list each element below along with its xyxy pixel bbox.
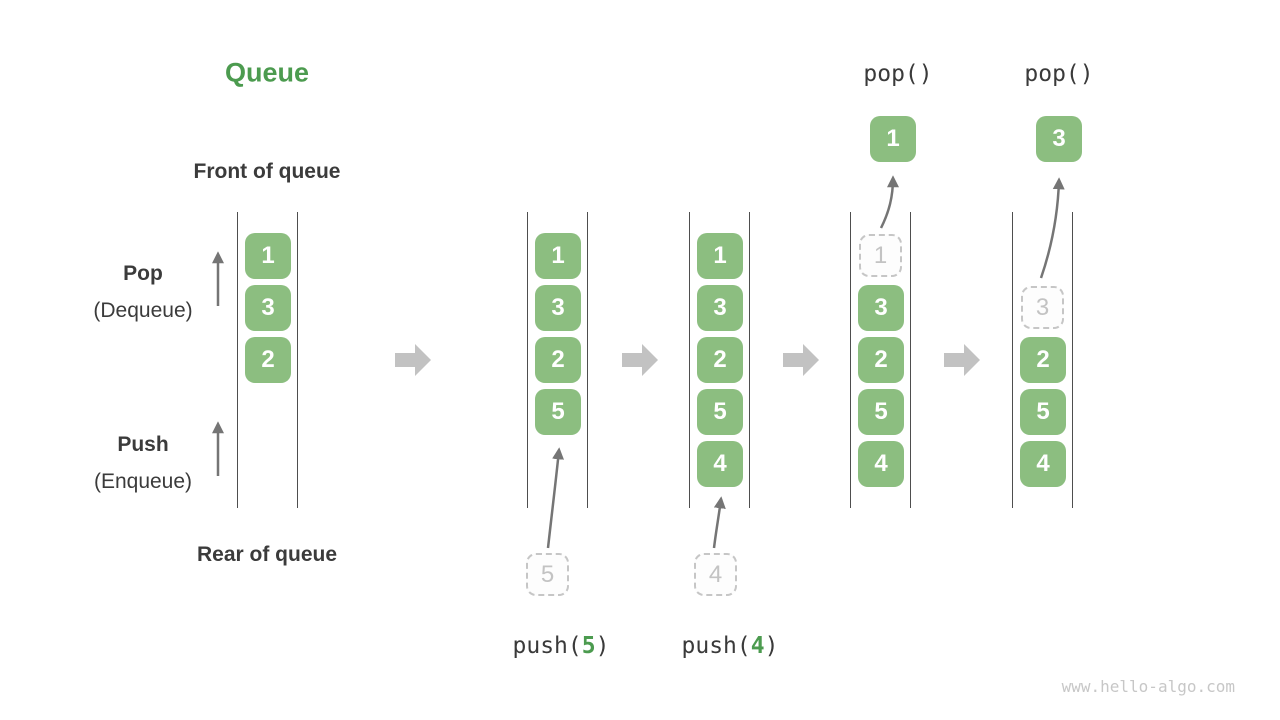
push-label-prefix: push( [512, 633, 582, 659]
queue-column-1: 1 3 2 [237, 212, 298, 508]
site-watermark: www.hello-algo.com [1061, 677, 1235, 696]
popped-item-placeholder: 3 [1021, 286, 1064, 329]
queue-item: 5 [535, 389, 581, 435]
push-label-arg: 4 [750, 633, 765, 659]
diagram-title: Queue [224, 57, 310, 88]
queue-item: 3 [697, 285, 743, 331]
incoming-item-placeholder: 4 [694, 553, 737, 596]
queue-column-5: 3 2 5 4 [1012, 212, 1073, 508]
queue-item: 2 [697, 337, 743, 383]
incoming-item-placeholder: 5 [526, 553, 569, 596]
step-arrow-1-icon [395, 344, 431, 376]
dequeue-sublabel: (Dequeue) [93, 299, 193, 322]
queue-item: 3 [535, 285, 581, 331]
push-legend-label: Push [117, 433, 169, 456]
popped-item: 3 [1036, 116, 1082, 162]
queue-item: 3 [858, 285, 904, 331]
queue-item: 1 [535, 233, 581, 279]
rear-of-queue-label: Rear of queue [196, 543, 338, 566]
queue-item: 4 [858, 441, 904, 487]
queue-item: 4 [697, 441, 743, 487]
queue-item: 1 [697, 233, 743, 279]
step-arrow-2-icon [622, 344, 658, 376]
popped-item-placeholder: 1 [859, 234, 902, 277]
queue-column-2: 1 3 2 5 [527, 212, 588, 508]
push-label-suffix: ) [764, 633, 779, 659]
queue-item: 2 [245, 337, 291, 383]
pop-operation-label-1: pop() [863, 61, 933, 87]
push-label-suffix: ) [595, 633, 610, 659]
queue-item: 2 [535, 337, 581, 383]
step-arrow-3-icon [783, 344, 819, 376]
queue-item: 2 [1020, 337, 1066, 383]
queue-item: 5 [697, 389, 743, 435]
queue-item: 5 [858, 389, 904, 435]
queue-item: 2 [858, 337, 904, 383]
queue-item: 5 [1020, 389, 1066, 435]
step-arrow-4-icon [944, 344, 980, 376]
queue-item: 1 [245, 233, 291, 279]
queue-column-4: 1 3 2 5 4 [850, 212, 911, 508]
pop-operation-label-2: pop() [1024, 61, 1094, 87]
queue-column-3: 1 3 2 5 4 [689, 212, 750, 508]
popped-item: 1 [870, 116, 916, 162]
push-operation-label-2: push(4) [682, 633, 779, 659]
queue-item: 3 [245, 285, 291, 331]
pop-legend-label: Pop [123, 262, 163, 285]
enqueue-sublabel: (Enqueue) [93, 470, 193, 493]
queue-item: 4 [1020, 441, 1066, 487]
push-label-arg: 5 [581, 633, 596, 659]
push-operation-label-1: push(5) [513, 633, 610, 659]
front-of-queue-label: Front of queue [193, 160, 341, 183]
push-label-prefix: push( [681, 633, 751, 659]
